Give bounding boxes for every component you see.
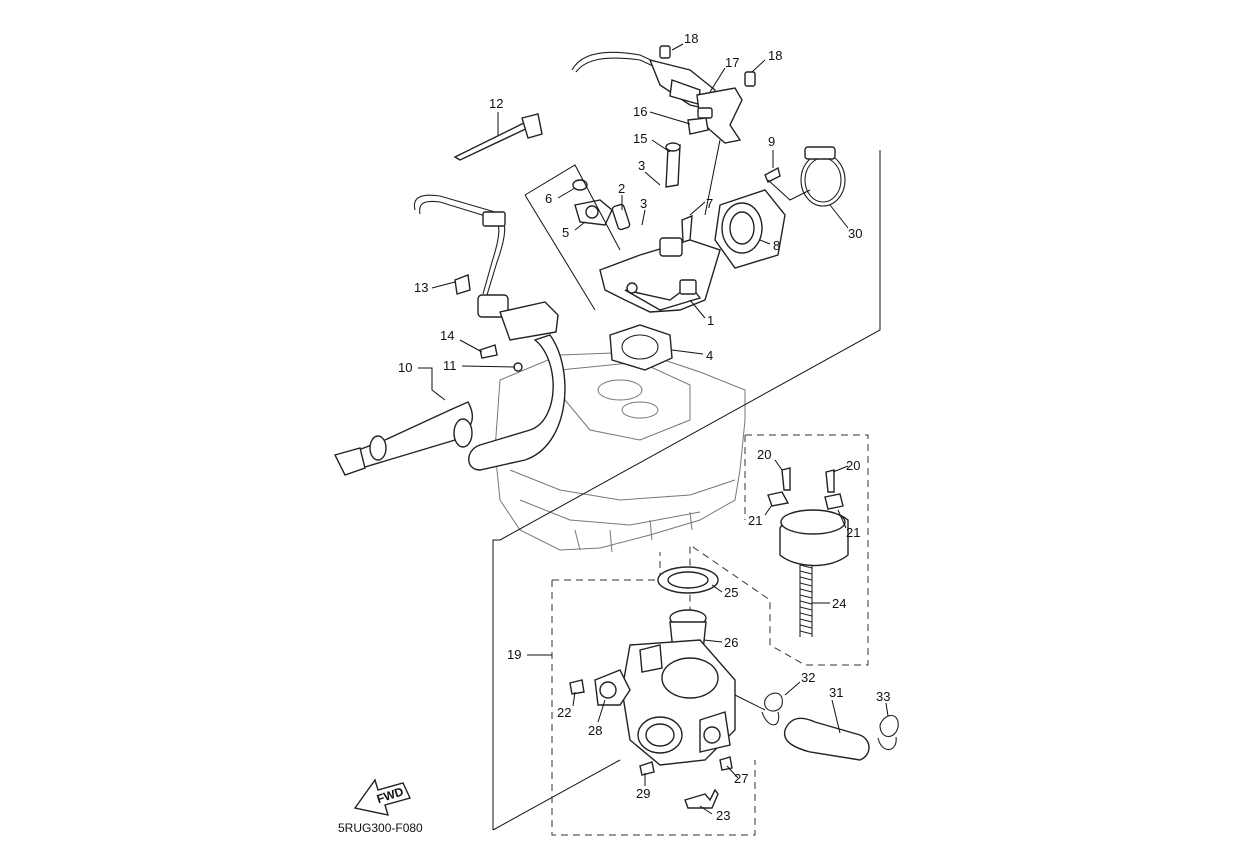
callout-9: 9 — [768, 134, 775, 149]
sensor-connector-assembly — [571, 45, 756, 144]
callout-27: 27 — [734, 771, 748, 786]
callout-32: 32 — [801, 670, 815, 685]
throttle-body-upper-1 — [599, 237, 721, 313]
callout-2: 2 — [618, 181, 625, 196]
sensor-28 — [594, 669, 631, 706]
callout-labels: 18 18 17 12 16 15 9 3 6 2 3 7 5 30 8 13 … — [398, 31, 890, 823]
fuel-hose-assembly — [333, 194, 566, 476]
callout-20: 20 — [757, 447, 771, 462]
callout-3: 3 — [640, 196, 647, 211]
cable-tie-12 — [453, 113, 543, 161]
breather-hose-15 — [665, 117, 709, 188]
callout-14: 14 — [440, 328, 454, 343]
callout-19: 19 — [507, 647, 521, 662]
fwd-arrow-icon: FWD — [353, 778, 411, 816]
callout-3: 3 — [638, 158, 645, 173]
callout-25: 25 — [724, 585, 738, 600]
assembly-frame-lines — [492, 139, 881, 831]
callout-31: 31 — [829, 685, 843, 700]
callout-leaders — [418, 43, 889, 815]
small-parts-22-27-29-23 — [569, 679, 733, 809]
diaphragm-cover-group — [767, 467, 849, 567]
callout-33: 33 — [876, 689, 890, 704]
callout-11: 11 — [443, 358, 457, 373]
callout-22: 22 — [557, 705, 571, 720]
callout-1: 1 — [707, 313, 714, 328]
callout-29: 29 — [636, 786, 650, 801]
callout-24: 24 — [832, 596, 846, 611]
callout-15: 15 — [633, 131, 647, 146]
callout-13: 13 — [414, 280, 428, 295]
callout-7: 7 — [706, 196, 713, 211]
callout-6: 6 — [545, 191, 552, 206]
diaphragm-subassembly-box — [689, 434, 869, 666]
intake-joint-8 — [714, 189, 786, 269]
diaphragm-25 — [657, 566, 719, 594]
throttle-body-lower — [621, 639, 736, 766]
callout-17: 17 — [725, 55, 739, 70]
callout-5: 5 — [562, 225, 569, 240]
callout-18: 18 — [684, 31, 698, 46]
callout-28: 28 — [588, 723, 602, 738]
callout-10: 10 — [398, 360, 412, 375]
callout-8: 8 — [773, 238, 780, 253]
sensor-5-6 — [572, 179, 631, 231]
callout-26: 26 — [724, 635, 738, 650]
callout-20: 20 — [846, 458, 860, 473]
callout-18: 18 — [768, 48, 782, 63]
callout-4: 4 — [706, 348, 713, 363]
hose-clamp-30 — [800, 146, 846, 207]
spring-24 — [799, 564, 813, 637]
diagram-code: 5RUG300-F080 — [338, 821, 423, 835]
callout-21: 21 — [748, 513, 762, 528]
callout-16: 16 — [633, 104, 647, 119]
callout-30: 30 — [848, 226, 862, 241]
callout-12: 12 — [489, 96, 503, 111]
gasket-4 — [609, 324, 673, 371]
callout-23: 23 — [716, 808, 730, 823]
callout-21: 21 — [846, 525, 860, 540]
hose-31-clips-32-33 — [734, 692, 899, 761]
